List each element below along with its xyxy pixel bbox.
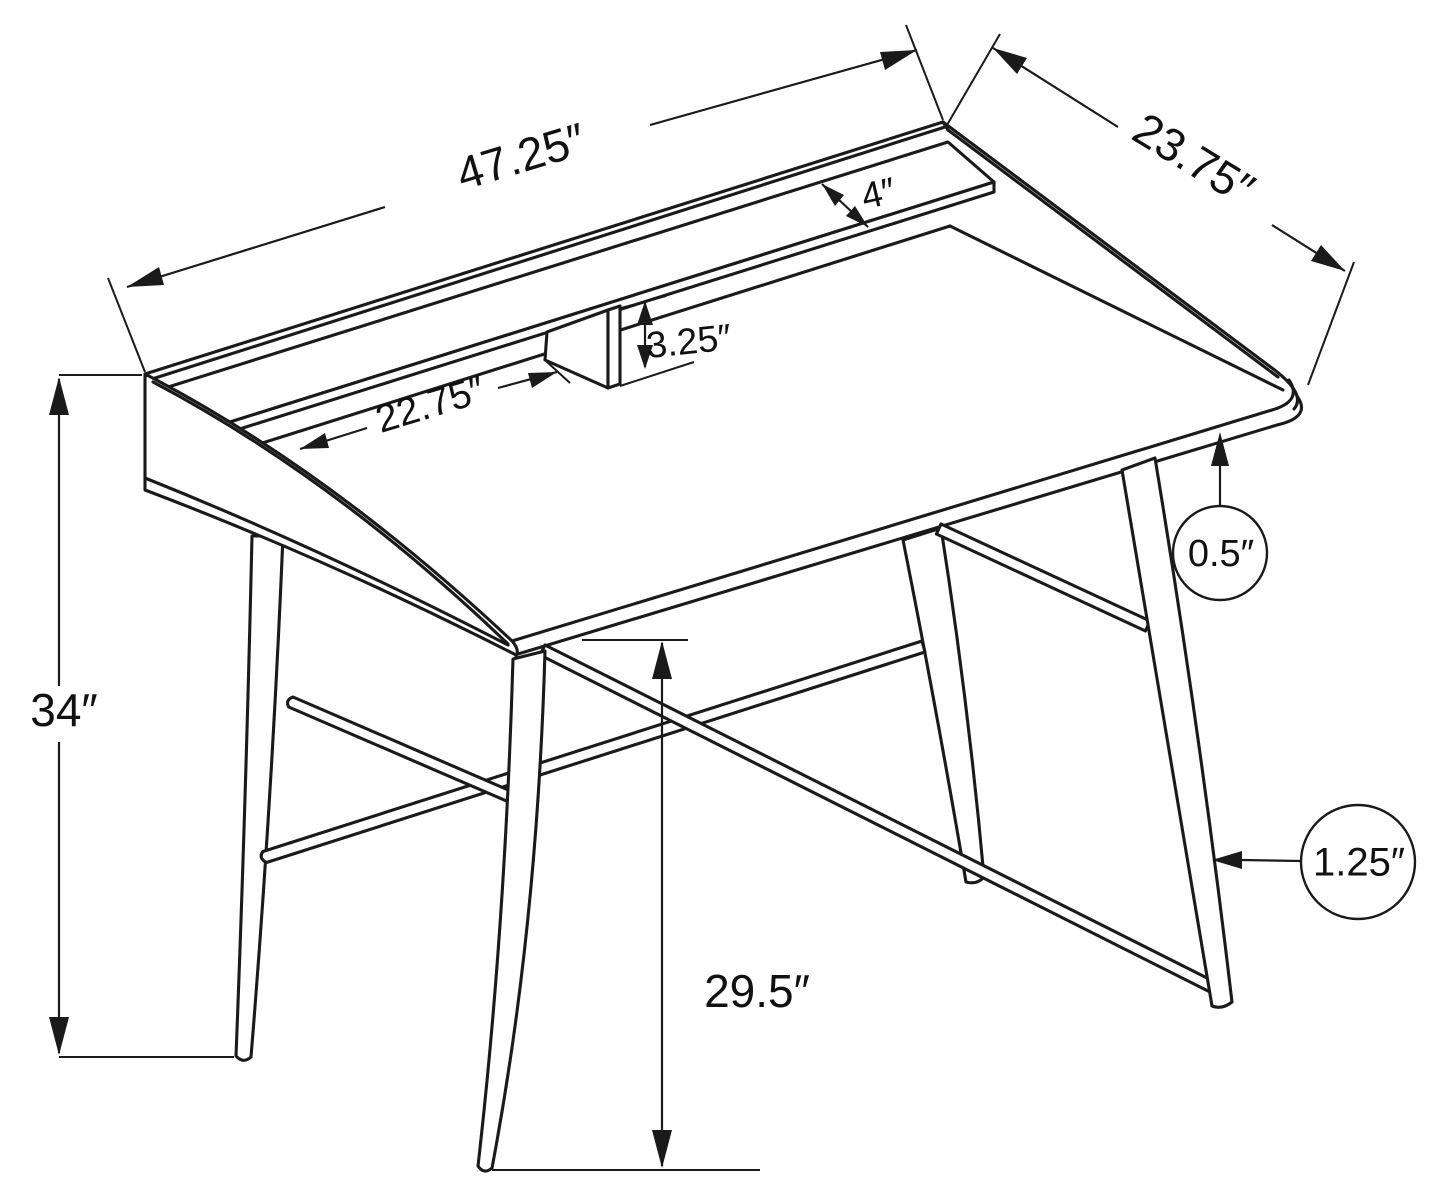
leg-diameter-circle <box>1299 803 1417 921</box>
dim-overall-depth-label: 23.75″ <box>1124 102 1263 215</box>
dim-overall-width-label: 47.25″ <box>450 113 591 201</box>
dim-overall-height: 34″ <box>30 374 234 1058</box>
dim-clearance-height: 29.5″ <box>492 639 810 1171</box>
dim-top-thickness-label: 0.5″ <box>1188 533 1254 575</box>
dim-overall-depth: 23.75″ <box>946 33 1355 386</box>
back-right-leg <box>901 526 986 885</box>
desk-drawing <box>143 120 1303 1173</box>
callout-leg-diameter: 1.25″ <box>1212 803 1417 921</box>
back-left-leg <box>234 534 285 1062</box>
dim-cubby-height: 3.25″ <box>619 295 733 387</box>
front-left-leg <box>476 649 547 1173</box>
top-thickness-circle <box>1171 504 1269 602</box>
dim-overall-height-label: 34″ <box>30 684 97 736</box>
dim-clearance-height-label: 29.5″ <box>704 965 810 1017</box>
callout-top-thickness: 0.5″ <box>1171 432 1269 602</box>
right-side-brace <box>934 522 1152 633</box>
front-diagonal-brace <box>538 643 1217 994</box>
shelf-divider <box>543 304 622 390</box>
left-side-stretcher-bar <box>286 695 522 807</box>
left-side-panel <box>143 372 519 658</box>
dim-cubby-height-label: 3.25″ <box>644 316 733 366</box>
back-stretcher-bar <box>259 639 927 865</box>
front-right-leg <box>1120 456 1234 1009</box>
desk-top <box>510 378 1303 656</box>
dim-leg-diameter-label: 1.25″ <box>1313 841 1405 885</box>
